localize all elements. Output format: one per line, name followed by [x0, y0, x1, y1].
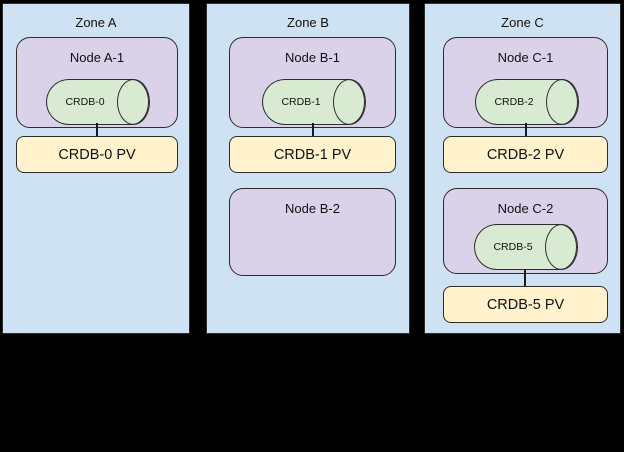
cylinder-cap-icon	[544, 223, 578, 270]
crdb-0-pv: CRDB-0 PV	[16, 136, 178, 173]
node-c1: Node C-1 CRDB-2	[443, 37, 608, 128]
crdb-0-disk: CRDB-0	[46, 78, 150, 125]
crdb-5-disk-label: CRDB-5	[493, 241, 533, 253]
node-a1-title: Node A-1	[69, 50, 125, 65]
zone-c-title: Zone C	[501, 15, 544, 30]
zone-a-title: Zone A	[75, 15, 117, 30]
crdb-1-disk-label: CRDB-1	[281, 96, 321, 108]
connector-node-c1-pv	[525, 123, 527, 136]
cylinder-cap-icon	[332, 78, 366, 125]
zone-b: Zone B Node B-1 CRDB-1 CRDB-1 PV Node B-…	[206, 3, 410, 334]
crdb-1-pv: CRDB-1 PV	[229, 136, 396, 173]
node-a1: Node A-1 CRDB-0	[16, 37, 178, 128]
zone-b-title: Zone B	[287, 15, 329, 30]
crdb-2-disk-label: CRDB-2	[494, 96, 534, 108]
crdb-0-pv-label: CRDB-0 PV	[58, 146, 136, 163]
crdb-2-pv-label: CRDB-2 PV	[486, 146, 565, 163]
crdb-0-disk-label: CRDB-0	[65, 96, 105, 108]
node-c2: Node C-2 CRDB-5	[443, 188, 608, 274]
cylinder-cap-icon	[116, 78, 150, 125]
node-b1-title: Node B-1	[285, 50, 340, 65]
node-c1-title: Node C-1	[497, 50, 554, 65]
node-b1: Node B-1 CRDB-1	[229, 37, 396, 128]
node-b2-title: Node B-2	[285, 201, 340, 216]
node-c2-title: Node C-2	[497, 201, 554, 216]
crdb-1-disk: CRDB-1	[262, 78, 366, 125]
node-b2: Node B-2	[229, 188, 396, 276]
crdb-1-pv-label: CRDB-1 PV	[273, 146, 352, 163]
connector-node-b1-pv	[312, 123, 314, 136]
connector-node-a1-pv	[96, 123, 98, 136]
zone-a: Zone A Node A-1 CRDB-0 CRDB-0 PV	[2, 3, 190, 334]
zone-c: Zone C Node C-1 CRDB-2 CRDB-2 PV Node C-…	[424, 3, 621, 334]
connector-node-c2-pv	[524, 269, 526, 286]
crdb-2-pv: CRDB-2 PV	[443, 136, 608, 173]
crdb-5-disk: CRDB-5	[474, 223, 578, 270]
crdb-5-pv-label: CRDB-5 PV	[486, 296, 565, 313]
crdb-2-disk: CRDB-2	[475, 78, 579, 125]
cylinder-cap-icon	[545, 78, 579, 125]
crdb-5-pv: CRDB-5 PV	[443, 286, 608, 323]
